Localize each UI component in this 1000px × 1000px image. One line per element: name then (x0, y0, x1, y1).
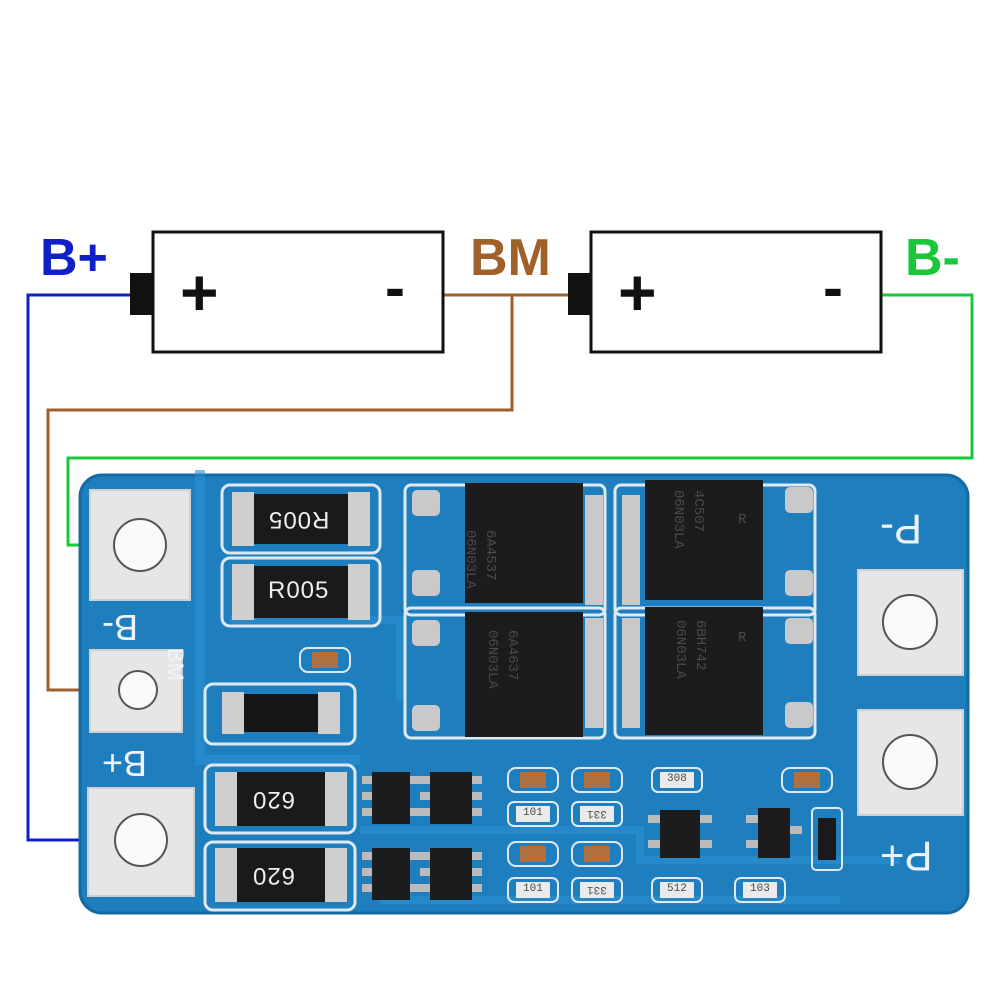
resistor-top-marking: 620 (252, 786, 296, 813)
cell-2-plus-sign: + (618, 255, 657, 329)
pad-b-plus (87, 787, 195, 897)
cell-2-minus-sign: - (823, 254, 843, 321)
silk-b-plus: B+ (102, 743, 148, 784)
mosfet-3-marking-1: 06N03LA (484, 630, 500, 689)
mosfet-3-marking-2: 6A4637 (504, 630, 520, 681)
resistor-620-top (203, 763, 357, 835)
ic-u5 (648, 810, 712, 858)
smd-512: 512 (667, 883, 687, 895)
silk-b-minus: B- (102, 607, 138, 648)
smd-331-a: 331 (587, 807, 607, 819)
resistor-bottom-marking: 620 (252, 862, 296, 889)
battery-cell-2 (568, 230, 883, 354)
cell-1-minus-sign: - (385, 254, 405, 321)
mosfet-4-marking-2: 6BH742 (692, 620, 708, 671)
battery-cell-1 (130, 230, 445, 354)
b-minus-wire (66, 293, 974, 547)
smd-103: 103 (750, 883, 770, 895)
diode (203, 682, 357, 746)
shunt-bottom-marking: R005 (268, 577, 330, 604)
smd-cap-row3 (507, 841, 623, 867)
smd-capacitor-a (299, 647, 351, 673)
mosfet-1-marking-2: 6A4537 (482, 530, 498, 581)
smd-resistor-pads (507, 767, 786, 903)
pad-bm (89, 649, 183, 733)
mosfet-4-side-mark: R (738, 630, 747, 646)
b-minus-label: B- (905, 229, 960, 287)
smd-cap-row1 (507, 767, 833, 793)
silk-p-minus: P- (880, 506, 922, 553)
b-plus-wire (26, 293, 130, 842)
smd-331-b: 331 (587, 883, 607, 895)
mosfet-2-marking-1: 06N03LA (670, 490, 686, 549)
silk-bm: BM (163, 648, 188, 681)
ic-u2 (420, 772, 482, 824)
shunt-resistor-top (220, 483, 382, 555)
silk-p-plus: P+ (880, 833, 933, 880)
ic-u4 (420, 848, 482, 900)
mosfet-4-marking-1: 06N03LA (672, 620, 688, 679)
bm-wire (46, 293, 514, 692)
mosfet-3 (403, 606, 607, 740)
shunt-top-marking: R005 (268, 506, 330, 533)
mosfet-4 (613, 606, 817, 740)
ic-u1 (362, 772, 420, 824)
mosfet-1-marking-1: 06N03LA (462, 530, 478, 589)
mosfet-2 (613, 480, 817, 617)
smd-101-b: 101 (523, 883, 543, 895)
bm-label: BM (470, 229, 551, 287)
b-plus-label: B+ (40, 229, 108, 287)
mosfet-2-side-mark: R (738, 512, 747, 528)
resistor-620-bottom (203, 840, 357, 912)
mosfet-1 (403, 483, 607, 617)
ic-u6 (746, 808, 802, 858)
ic-u3 (362, 848, 420, 900)
diode-small (811, 807, 843, 871)
cell-1-plus-sign: + (180, 255, 219, 329)
shunt-resistor-bottom (220, 556, 382, 628)
pad-p-minus (857, 569, 964, 676)
mosfet-2-marking-2: 4C507 (690, 490, 706, 533)
pad-p-plus (857, 709, 964, 816)
smd-101-a: 101 (523, 807, 543, 819)
smd-308: 308 (667, 773, 687, 785)
pad-b-minus (89, 489, 191, 601)
